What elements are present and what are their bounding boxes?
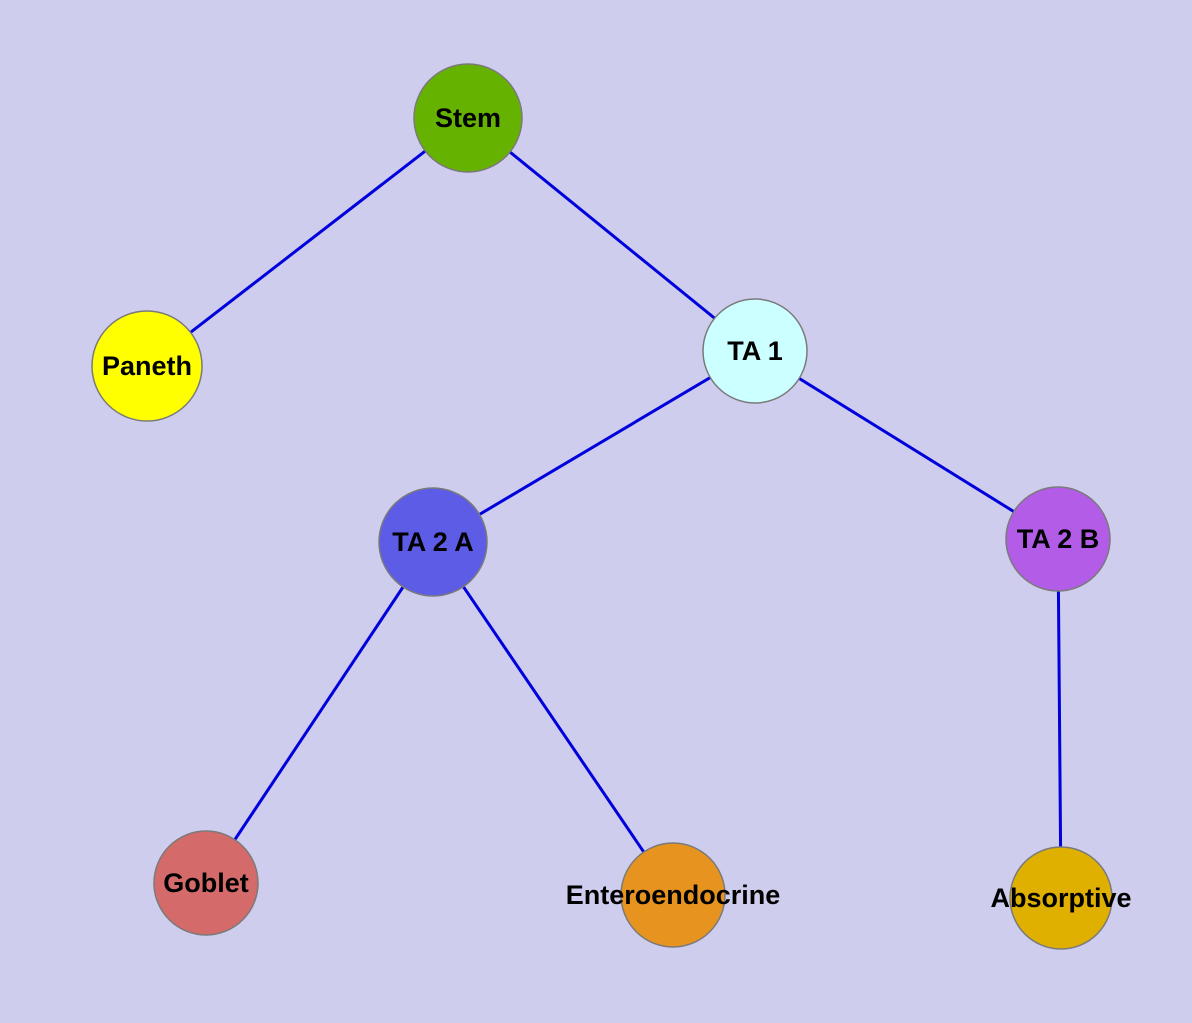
edge-stem-ta1: [466, 116, 757, 353]
edge-ta1-ta2a: [431, 349, 757, 544]
nodes-layer: [91, 63, 1113, 950]
edge-ta1-ta2b: [753, 349, 1060, 541]
edge-ta2a-goblet: [204, 540, 435, 885]
node-enteroendocrine[interactable]: [620, 842, 726, 948]
edge-ta2a-enteroendocrine: [431, 540, 675, 897]
edge-ta2b-absorptive: [1056, 537, 1063, 900]
node-ta1[interactable]: [702, 298, 808, 404]
node-stem[interactable]: [413, 63, 523, 173]
node-goblet[interactable]: [153, 830, 259, 936]
node-paneth[interactable]: [91, 310, 203, 422]
node-absorptive[interactable]: [1009, 846, 1113, 950]
node-ta2b[interactable]: [1005, 486, 1111, 592]
node-ta2a[interactable]: [378, 487, 488, 597]
edge-stem-paneth: [145, 116, 470, 368]
edges-layer: [145, 116, 1063, 900]
